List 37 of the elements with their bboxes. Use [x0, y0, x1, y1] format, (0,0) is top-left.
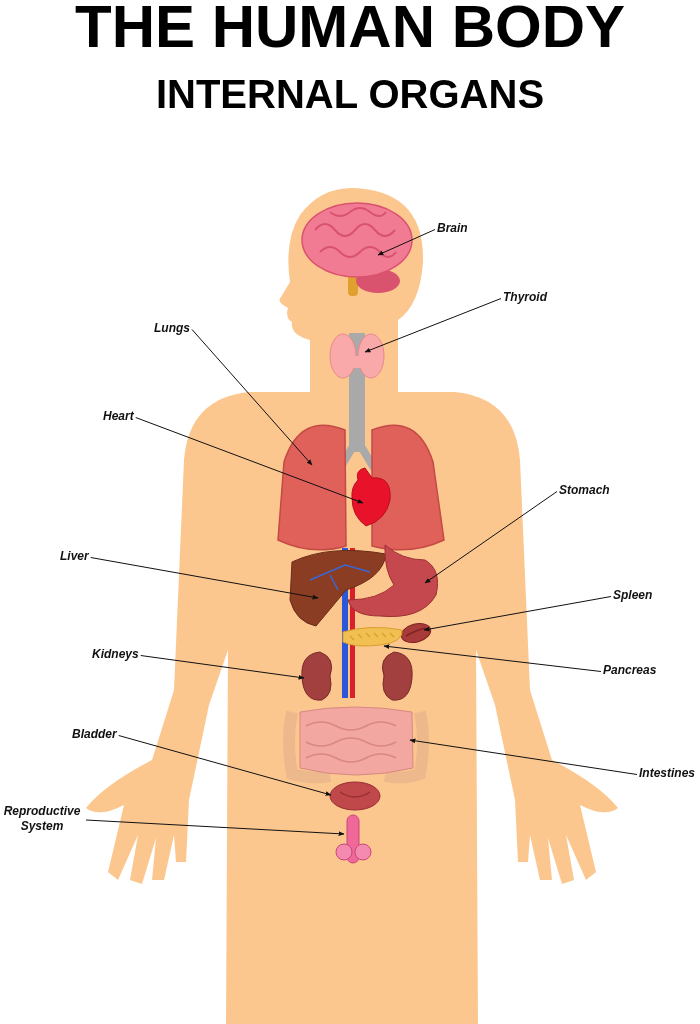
organ-label: Kidneys	[92, 647, 139, 662]
organ-label: Reproductive System	[0, 804, 84, 834]
leader-line	[140, 655, 305, 680]
pancreas-drawing	[342, 626, 403, 647]
brain-drawing	[301, 202, 413, 296]
bladder-drawing	[329, 781, 381, 811]
leader-line	[424, 491, 558, 584]
leader-line	[423, 596, 612, 632]
title: THE HUMAN BODY	[74, 0, 626, 61]
organ-label: Thyroid	[503, 290, 547, 305]
thyroid-drawing	[329, 333, 385, 379]
organ-label: Liver	[60, 549, 89, 564]
spleen-drawing	[400, 623, 432, 643]
leader-line	[135, 417, 364, 504]
organ-label: Pancreas	[603, 663, 657, 678]
leader-line	[118, 735, 332, 796]
organ-label: Intestines	[639, 766, 695, 781]
organ-label: Brain	[437, 221, 468, 236]
kidneys-drawing	[301, 651, 413, 701]
leader-line	[377, 229, 436, 256]
leader-line	[191, 329, 313, 466]
organ-label: Stomach	[559, 483, 610, 498]
subtitle: INTERNAL ORGANS	[154, 72, 546, 117]
reproductive-system-drawing	[335, 814, 372, 864]
liver-drawing	[289, 549, 387, 627]
leader-line	[409, 738, 638, 775]
stomach-drawing	[347, 544, 439, 618]
leader-line	[364, 298, 502, 353]
leader-line	[90, 557, 319, 600]
leader-line	[383, 644, 602, 672]
organ-label: Spleen	[613, 588, 653, 603]
organ-label: Bladder	[72, 727, 117, 742]
organ-label: Lungs	[154, 321, 190, 336]
intestines-drawing	[283, 706, 429, 784]
lungs-drawing	[277, 372, 445, 551]
organ-label: Heart	[103, 409, 134, 424]
leader-line	[85, 819, 345, 837]
